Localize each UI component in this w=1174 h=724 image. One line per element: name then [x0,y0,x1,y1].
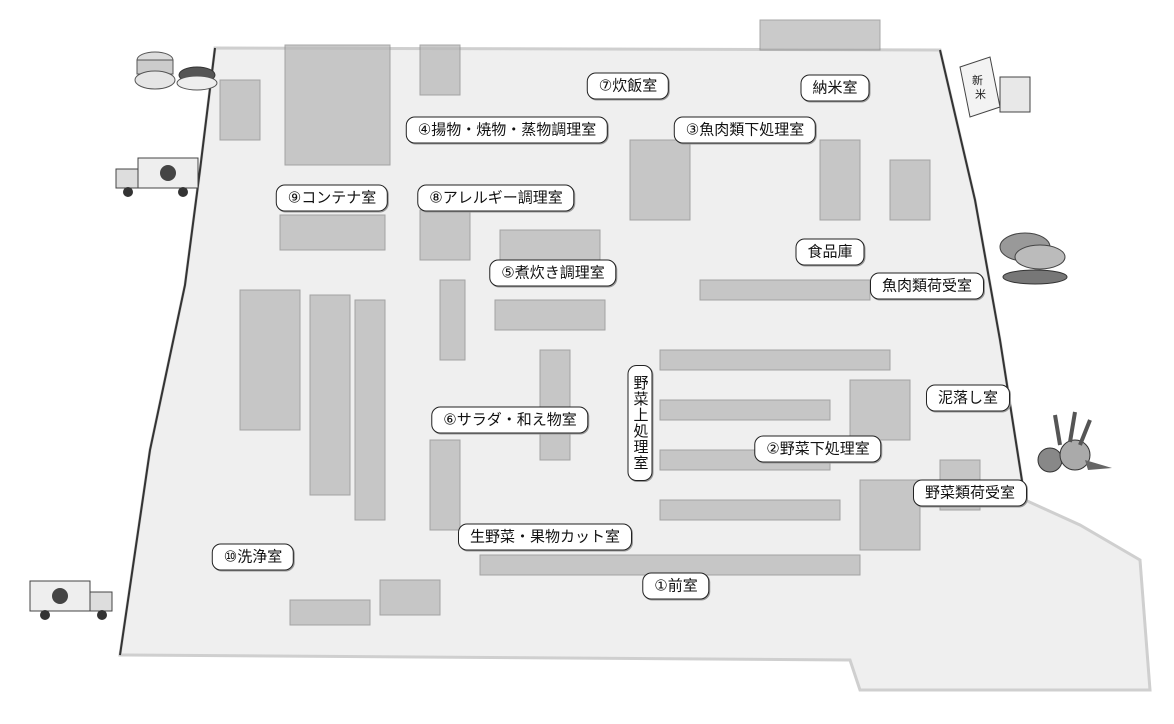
room-label-container: ⑨コンテナ室 [275,184,389,212]
equipment-block [629,139,691,221]
equipment-block [699,279,871,301]
equipment-block [759,19,881,51]
room-label-fresh-cut: 生野菜・果物カット室 [457,523,633,551]
outer-wall-right [939,49,1026,501]
delivery-truck-icon [115,157,199,197]
equipment-block [284,44,391,166]
equipment-block [819,139,861,221]
room-label-vegetable-receiving: 野菜類荷受室 [912,479,1028,507]
equipment-block [219,79,261,141]
room-label-simmer: ⑤煮炊き調理室 [489,259,617,287]
equipment-block [279,214,386,251]
room-label-vegetable-upper-prep: 野菜上処理室 [627,365,653,481]
equipment-block [539,349,571,461]
room-label-fish-meat-prep: ③魚肉類下処理室 [673,116,817,144]
room-label-washing: ⑩洗浄室 [211,543,295,571]
equipment-block [239,289,301,431]
room-label-vegetable-prep: ②野菜下処理室 [754,435,882,463]
room-label-fry-grill-steam: ④揚物・焼物・蒸物調理室 [405,116,609,144]
vegetables-icon [1037,411,1112,473]
room-label-food-storage: 食品庫 [795,238,865,266]
room-label-mud-removal: 泥落し室 [925,384,1011,412]
room-label-rice-cooking: ⑦炊飯室 [586,72,670,100]
equipment-block [309,294,351,496]
jelly-cups-icon [134,51,218,91]
outer-wall [119,47,216,656]
equipment-block [419,44,461,96]
equipment-block [419,209,471,261]
delivery-truck-icon [29,580,113,620]
room-label-fish-meat-receiving: 魚肉類荷受室 [869,272,985,300]
room-label-allergy: ⑧アレルギー調理室 [417,184,575,212]
fish-and-meat-icon [999,232,1068,285]
equipment-block [429,439,461,531]
equipment-block [849,379,911,441]
equipment-block [494,299,606,331]
equipment-block [439,279,466,361]
equipment-block [659,399,831,421]
room-label-anteroom: ①前室 [642,572,710,600]
rice-bag-icon: 新米 [959,56,1031,118]
room-label-salad: ⑥サラダ・和え物室 [431,406,589,434]
equipment-layer [219,19,981,626]
equipment-block [859,479,921,551]
equipment-block [889,159,931,221]
equipment-block [379,579,441,616]
equipment-block [659,499,841,521]
room-label-rice-storage: 納米室 [800,74,870,102]
svg-text:新: 新 [972,73,983,87]
equipment-block [659,349,891,371]
equipment-block [354,299,386,521]
equipment-block [289,599,371,626]
equipment-block [499,229,601,261]
svg-text:米: 米 [975,88,986,101]
